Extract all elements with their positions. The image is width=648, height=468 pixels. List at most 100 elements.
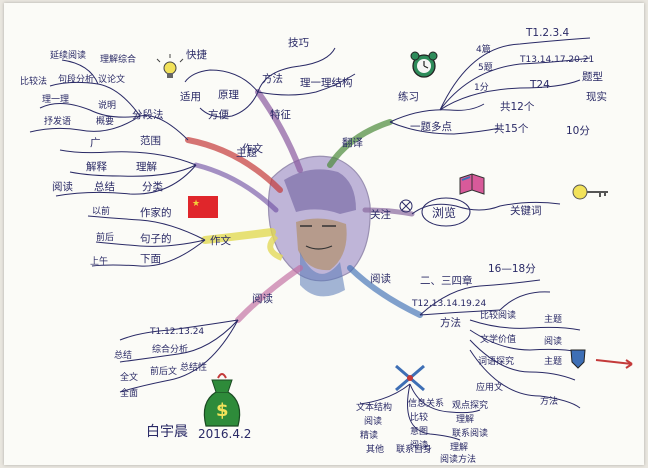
bottom-right-labels: 文本结构 阅读 精读 信息关系 比较 意图 阅读 观点探究 理解 联系阅读 联系…	[356, 397, 488, 465]
lu-r2c: 议论文	[98, 73, 125, 85]
signature-name: 白宇晨	[146, 424, 188, 440]
lu-hub: 分段法	[132, 108, 164, 121]
label-zuo: 作文	[242, 142, 263, 155]
br-c2-0: 信息关系	[408, 397, 444, 409]
lm-hub: 主题	[236, 147, 257, 159]
lm-r3a: 阅读	[52, 180, 73, 193]
br-c4-1: 理解	[450, 441, 468, 453]
flag-icon: ★	[188, 196, 218, 218]
svg-text:$: $	[216, 400, 229, 421]
ru-r2c: 题型	[582, 70, 603, 83]
lm-r3c: 分类	[142, 180, 163, 193]
book-icon	[459, 173, 485, 195]
rl-r4b: 阅读	[544, 335, 562, 347]
ru-r3a: 1分	[474, 82, 489, 93]
lm-r3b: 总结	[94, 180, 115, 193]
br-c4-0: 联系自身	[396, 443, 432, 455]
lu-r2b: 句段分析	[58, 73, 94, 85]
ru-r2a: 5题	[478, 62, 493, 73]
ru-r4a: 一题多点	[410, 120, 452, 133]
lm-r2b: 理解	[136, 160, 157, 173]
sub-branches	[29, 37, 591, 441]
ru-r4c: 10分	[566, 125, 590, 137]
ru-r4b: 共15个	[494, 123, 529, 135]
rl-r2a: T12.13.14.19.24	[411, 299, 486, 309]
main-branches	[185, 89, 423, 323]
lf-r3a: 上午	[90, 255, 108, 267]
ru-r2b: T24	[529, 79, 550, 91]
lu-r1b: 理解综合	[100, 53, 136, 65]
rl-hub: 阅读	[370, 272, 391, 285]
label-jiqiao: 技巧	[288, 36, 309, 49]
label-tezheng: 特征	[270, 109, 291, 121]
lf-r2a: 前后	[96, 231, 114, 243]
ll-r3c: 总结性	[180, 361, 207, 373]
br-c2-2: 意图	[410, 425, 428, 437]
lu-r4a: 抒发语	[44, 115, 71, 127]
ll-r3a: 全文	[120, 371, 138, 383]
rl-r6a: 应用文	[476, 381, 503, 393]
ll-r1: T1.12.13.24	[149, 327, 204, 337]
label-fanyi: 翻译	[342, 136, 363, 149]
br-c1-0: 文本结构	[356, 401, 392, 413]
br-c3-1: 理解	[456, 413, 474, 425]
crossed-swords-icon	[395, 364, 425, 392]
left-flag-labels: 以前 作家的 前后 句子的 作文 上午 下面	[90, 205, 231, 267]
rm-bubble: 浏览	[432, 205, 456, 220]
key-icon	[572, 184, 608, 200]
lf-r2c: 作文	[210, 234, 231, 247]
ll-r4a: 全面	[120, 387, 138, 399]
left-lower-labels: T1.12.13.24 总结 综合分析 全文 前后文 总结性 全面 阅读	[114, 292, 273, 399]
lm-r1b: 范围	[140, 134, 161, 147]
alarm-clock-icon	[410, 51, 438, 78]
lm-r2a: 解释	[86, 160, 107, 173]
lu-r3a: 理一理	[42, 94, 69, 105]
br-c4-3: 阅读方法	[440, 453, 476, 465]
lu-r1a: 延续阅读	[50, 49, 86, 61]
ru-r3c: 现实	[586, 90, 607, 103]
rm-hub: 关注	[370, 208, 391, 221]
ru-hub: 练习	[398, 90, 419, 103]
ll-hub: 阅读	[252, 292, 273, 305]
lf-r1b: 作家的	[140, 206, 172, 219]
rl-r2b: 方法	[440, 316, 461, 329]
label-bianjie: 方便	[208, 108, 229, 121]
right-lower-labels: 二、三四章 16—18分 T12.13.14.19.24 方法 比较阅读 主题 …	[370, 263, 562, 407]
svg-text:★: ★	[192, 199, 200, 209]
signature-date: 2016.4.2	[198, 427, 251, 441]
lf-r3b: 下面	[140, 253, 161, 265]
br-c3-0: 观点探究	[452, 399, 488, 411]
label-yuanli: 原理	[218, 89, 239, 101]
x-mark	[401, 201, 411, 211]
rm-after: 关键词	[510, 204, 542, 217]
ru-r1a: 4篇	[476, 43, 491, 55]
shield-icon	[570, 349, 586, 369]
left-upper-labels: 延续阅读 理解综合 比较法 句段分析 议论文 理一理 说明 抒发语 概要 分段法	[20, 49, 164, 127]
top-branch-labels: 快捷 原理 技巧 方法 理一理结构 特征 适用 方便 翻译 作文	[180, 36, 363, 155]
ru-r3b: 共12个	[500, 101, 535, 113]
label-shiyong: 适用	[180, 91, 201, 103]
ll-r2a: 总结	[114, 349, 132, 361]
bubble-outline	[421, 197, 471, 227]
lightbulb-icon	[156, 54, 184, 78]
label-kuaijie: 快捷	[186, 48, 207, 61]
lu-r4b: 概要	[96, 115, 114, 127]
label-fangfa: 方法	[262, 72, 283, 85]
rl-r5a: 词语探究	[478, 355, 514, 367]
lu-r2a: 比较法	[20, 75, 47, 87]
rl-r5b: 主题	[544, 355, 562, 367]
rl-r3b: 主题	[544, 313, 562, 325]
br-c1-2: 精读	[360, 429, 378, 441]
ru-top1: T1.2.3.4	[525, 27, 569, 39]
rl-r1a: 二、三四章	[420, 274, 473, 287]
ll-r2b: 综合分析	[152, 343, 188, 355]
right-upper-labels: T1.2.3.4 4篇 T13.14.17.20.21 5题 T24 题型 1分…	[398, 27, 607, 137]
br-c2-3: 阅读	[410, 439, 428, 451]
rl-r4a: 文学价值	[480, 333, 516, 345]
label-zhengti: 理一理结构	[300, 76, 353, 89]
lf-r2b: 句子的	[140, 232, 172, 245]
rl-r3a: 比较阅读	[480, 309, 516, 321]
right-mid-labels: 关注 浏览 关键词	[370, 197, 542, 227]
